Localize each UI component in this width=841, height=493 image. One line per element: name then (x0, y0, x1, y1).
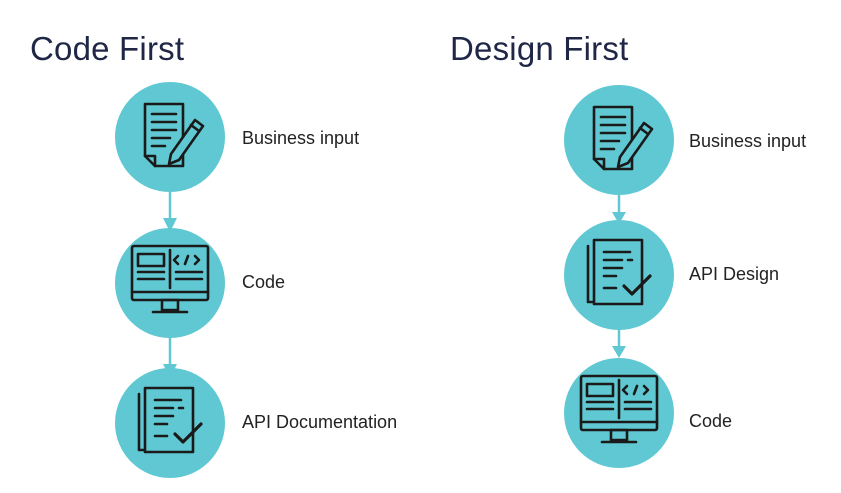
step-label: Business input (242, 128, 360, 148)
document-pen-icon (592, 105, 654, 171)
step-label: Business input (689, 131, 807, 151)
code-first-title: Code First (30, 30, 185, 67)
code-monitor-icon (130, 244, 210, 314)
step-label: Code (242, 272, 286, 292)
flow-arrow (612, 326, 626, 370)
step-label: API Design (689, 264, 780, 284)
document-check-icon (137, 386, 203, 454)
document-check-icon (586, 238, 652, 306)
business-input-node (564, 85, 674, 195)
flow-arrow (612, 192, 626, 236)
step-label: API Documentation (242, 412, 398, 432)
business-input-node (115, 82, 225, 192)
document-pen-icon (143, 102, 205, 168)
flow-arrow (163, 188, 177, 232)
api-documentation-node (115, 368, 225, 478)
step-label: Code (689, 411, 733, 431)
code-node (564, 358, 674, 468)
design-first-flow: Design First Business input (420, 0, 841, 493)
design-first-title: Design First (450, 30, 629, 67)
code-monitor-icon (579, 374, 659, 444)
api-design-node (564, 220, 674, 330)
code-node (115, 228, 225, 338)
code-first-flow: Code First Business input (0, 0, 420, 493)
